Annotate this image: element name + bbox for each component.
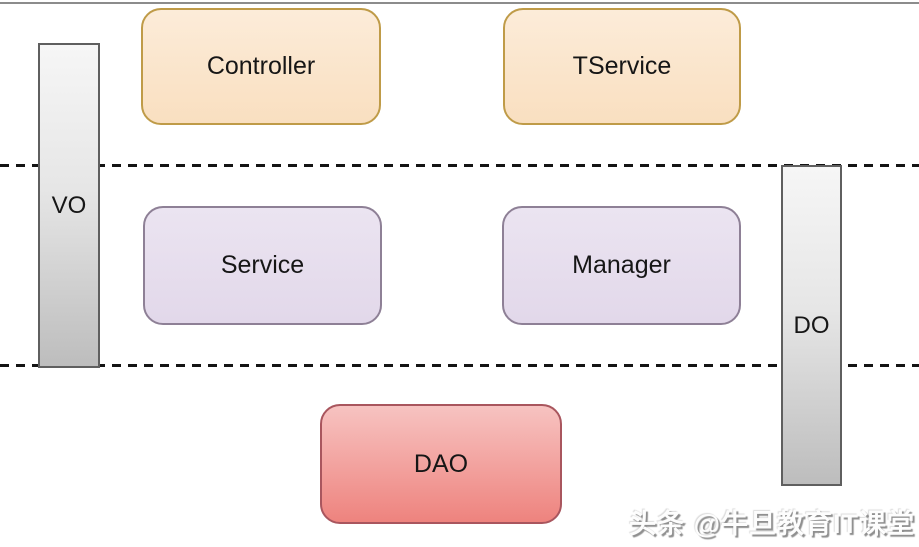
- tservice-box-label: TService: [572, 52, 672, 80]
- do-bar-label: DO: [793, 311, 830, 339]
- dao-box: DAO: [320, 404, 562, 524]
- vo-bar-label: VO: [51, 191, 87, 219]
- dao-box-label: DAO: [413, 449, 469, 478]
- controller-box-label: Controller: [206, 52, 316, 80]
- controller-box: Controller: [141, 8, 381, 125]
- service-box: Service: [143, 206, 382, 325]
- manager-box: Manager: [502, 206, 741, 325]
- layer-separator-bottom: [0, 364, 919, 367]
- service-box-label: Service: [220, 251, 305, 279]
- layer-separator-top: [0, 164, 919, 167]
- manager-box-label: Manager: [572, 251, 671, 279]
- vo-bar: VO: [38, 43, 100, 368]
- top-border-line: [0, 2, 919, 4]
- do-bar: DO: [781, 165, 842, 486]
- watermark-text: 头条 @牛旦教育IT课堂: [629, 509, 915, 539]
- tservice-box: TService: [503, 8, 741, 125]
